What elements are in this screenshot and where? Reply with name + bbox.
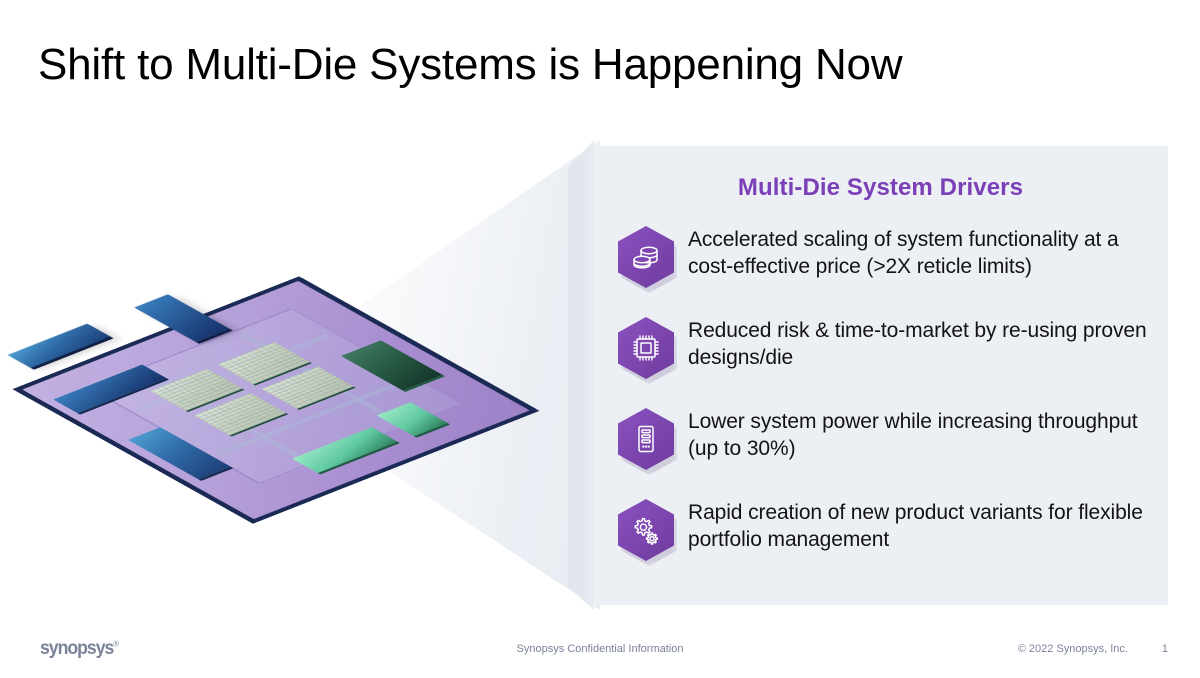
chip-package-isometric bbox=[7, 276, 540, 524]
driver-item: Reduced risk & time-to-market by re-usin… bbox=[593, 315, 1168, 384]
synopsys-logo-text: synopsys bbox=[40, 638, 114, 659]
chip-package-stage bbox=[7, 260, 540, 560]
page-title: Shift to Multi-Die Systems is Happening … bbox=[38, 40, 903, 89]
driver-text: Reduced risk & time-to-market by re-usin… bbox=[688, 319, 1147, 370]
coins-stack-icon bbox=[633, 246, 658, 269]
footer-copyright: © 2022 Synopsys, Inc. bbox=[1017, 643, 1128, 655]
panel-heading: Multi-Die System Drivers bbox=[737, 174, 1024, 201]
driver-icon-badge bbox=[618, 408, 677, 475]
driver-icon-badge bbox=[618, 317, 677, 384]
driver-text: Accelerated scaling of system functional… bbox=[688, 228, 1119, 279]
footer-confidentiality-notice: Synopsys Confidential Information bbox=[516, 643, 684, 655]
driver-text: Rapid creation of new product variants f… bbox=[688, 501, 1143, 552]
driver-item: Accelerated scaling of system functional… bbox=[593, 224, 1168, 293]
perspective-beam-edge bbox=[568, 140, 594, 610]
multi-die-drivers-panel: Multi-Die System Drivers bbox=[593, 146, 1168, 605]
driver-item: Lower system power while increasing thro… bbox=[593, 406, 1168, 475]
server-tower-icon bbox=[638, 425, 654, 453]
multi-die-package-illustration bbox=[0, 140, 600, 610]
drivers-list: Accelerated scaling of system functional… bbox=[593, 224, 1168, 588]
driver-icon-badge bbox=[618, 499, 677, 566]
driver-text: Lower system power while increasing thro… bbox=[688, 410, 1138, 461]
footer-page-number: 1 bbox=[1161, 643, 1168, 655]
driver-icon-badge bbox=[618, 226, 677, 293]
cpu-chip-icon bbox=[633, 335, 659, 361]
slide-footer: synopsys® Synopsys Confidential Informat… bbox=[0, 630, 1200, 678]
trademark-symbol: ® bbox=[113, 639, 119, 649]
gears-icon bbox=[634, 517, 659, 545]
driver-item: Rapid creation of new product variants f… bbox=[593, 497, 1168, 566]
synopsys-logo: synopsys® bbox=[40, 638, 119, 660]
